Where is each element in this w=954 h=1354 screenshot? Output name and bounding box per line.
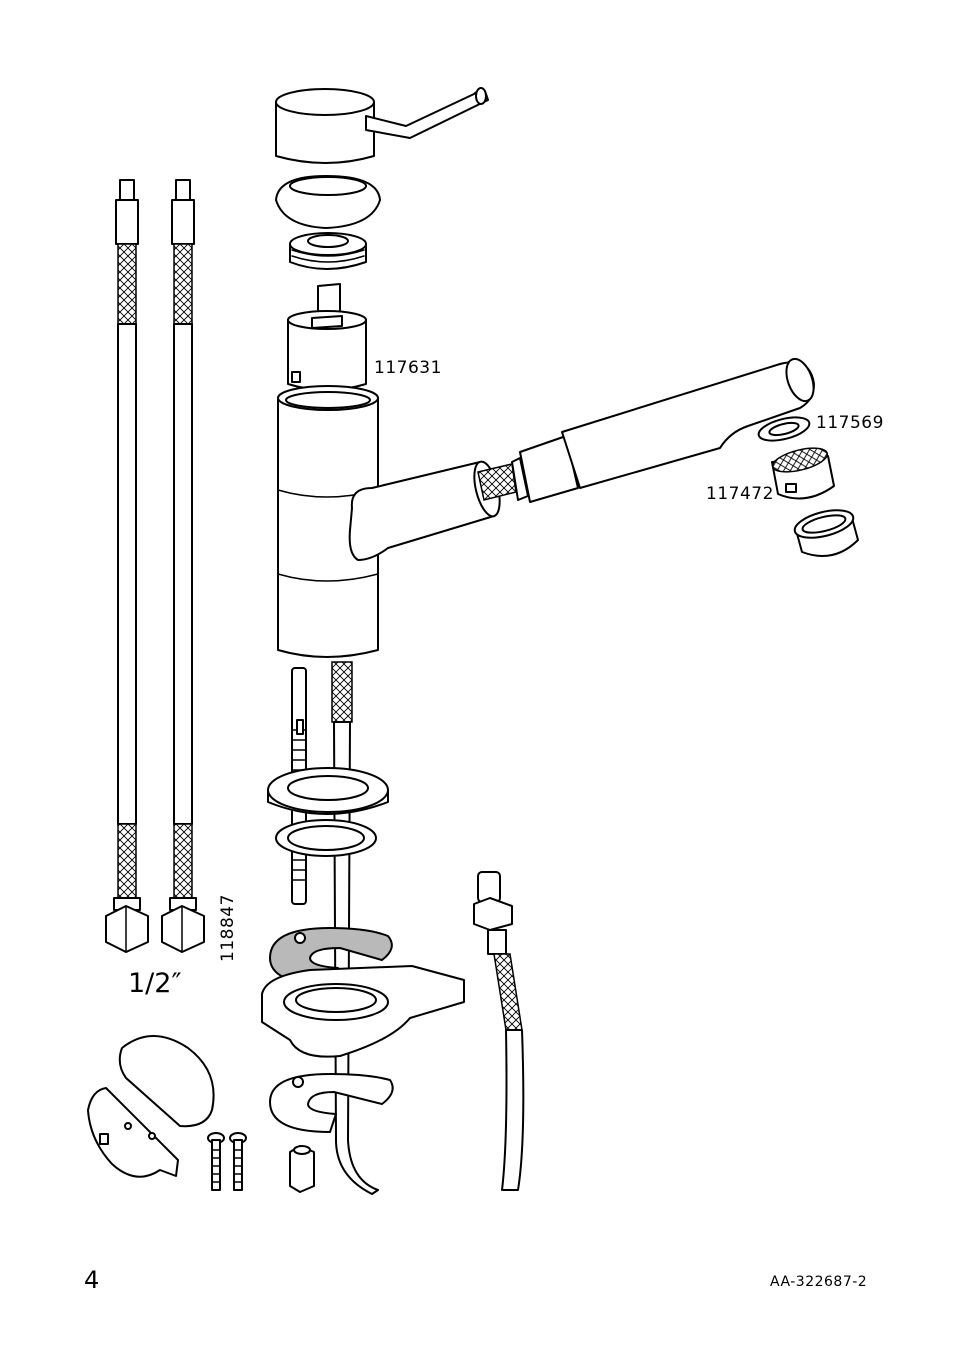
cover-shell-top xyxy=(120,1036,214,1126)
supply-hoses-part-number: 118847 xyxy=(218,894,238,962)
mounting-bracket xyxy=(262,966,464,1057)
washer-part-number: 117569 xyxy=(816,413,884,433)
document-code: AA-322687-2 xyxy=(770,1274,867,1290)
cartridge-part-number: 117631 xyxy=(374,358,442,378)
aerator-part-number: 117472 xyxy=(706,484,774,504)
ring-nut xyxy=(290,233,366,269)
coupling-nut xyxy=(290,1146,314,1192)
lower-horseshoe-washer xyxy=(270,1074,393,1132)
screw-left xyxy=(208,1133,224,1190)
supply-hose-right xyxy=(162,180,204,952)
page-number: 4 xyxy=(84,1266,99,1294)
cartridge xyxy=(288,284,366,390)
rubber-ring xyxy=(268,768,388,814)
connector-hose xyxy=(474,872,523,1190)
aerator-insert xyxy=(770,444,834,499)
o-ring xyxy=(276,820,376,856)
dome-cover xyxy=(276,176,380,228)
aerator-housing xyxy=(792,505,858,556)
faucet-body xyxy=(278,386,504,657)
supply-hose-left xyxy=(106,180,148,952)
screw-right xyxy=(230,1133,246,1190)
lever-handle xyxy=(276,88,488,163)
thread-size-label: 1/2″ xyxy=(128,968,182,999)
